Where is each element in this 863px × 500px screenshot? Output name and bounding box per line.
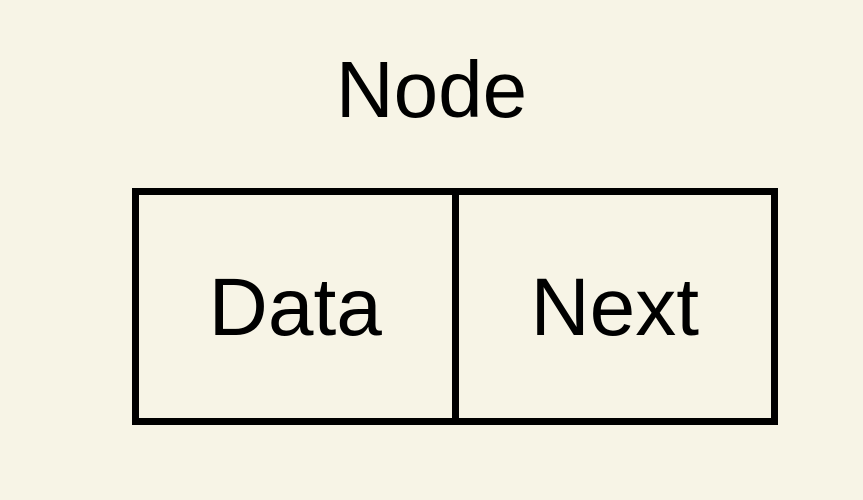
node-cell-data: Data (139, 195, 452, 418)
node-box: Data Next (132, 188, 778, 425)
node-cell-next: Next (459, 195, 772, 418)
data-field-label: Data (208, 261, 382, 353)
next-field-label: Next (530, 261, 700, 353)
page-title: Node (335, 45, 528, 134)
cell-divider (451, 195, 459, 418)
